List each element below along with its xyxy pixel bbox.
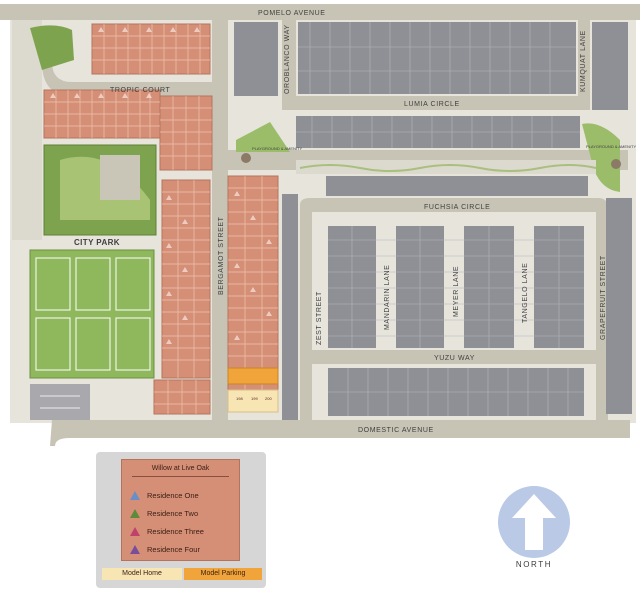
lot-grid	[154, 380, 210, 414]
city-park-area	[12, 20, 157, 420]
legend-model-parking: Model Parking	[184, 568, 262, 580]
playground-right-icon	[611, 159, 621, 169]
tangelo-lane-label: TANGELO LANE	[522, 263, 529, 323]
fuchsia-circle-label: FUCHSIA CIRCLE	[424, 204, 490, 211]
pomelo-avenue-road	[0, 4, 640, 20]
playground-left-label: PLAYGROUND & AMENITY	[252, 146, 302, 151]
future-lot-lines	[296, 22, 584, 416]
gray-lot-grid	[328, 368, 584, 416]
north-label: NORTH	[515, 560, 553, 569]
playground-right-label: PLAYGROUND & AMENITY	[586, 144, 636, 149]
legend-item-residence-three: Residence Three	[130, 524, 204, 538]
parking-stripes	[40, 395, 80, 409]
site-map: 198 199 200 POMELO AVENUE OROBLANCO WAY …	[0, 4, 640, 446]
model-home-200: 200	[265, 396, 272, 401]
lot-block-gray	[592, 22, 628, 110]
oroblanco-way-label: OROBLANCO WAY	[284, 24, 291, 94]
residence-three-triangle-icon	[130, 526, 140, 536]
soccer-field	[35, 257, 71, 311]
legend-label: Residence Four	[147, 544, 200, 554]
park-parking-lot	[30, 384, 90, 420]
lot-markers	[50, 27, 272, 344]
legend-panel: Willow at Live Oak Residence One Residen…	[121, 459, 240, 561]
soccer-field	[115, 257, 151, 311]
legend-title: Willow at Live Oak	[151, 465, 210, 472]
playground-left-icon	[241, 153, 251, 163]
soccer-field	[35, 317, 71, 371]
grapefruit-street-label: GRAPEFRUIT STREET	[600, 255, 607, 340]
lot-block	[227, 175, 279, 391]
north-compass: NORTH	[496, 484, 572, 574]
lumia-circle-label: LUMIA CIRCLE	[404, 101, 460, 108]
map-legend: Willow at Live Oak Residence One Residen…	[96, 452, 266, 588]
residential-lot-lines	[44, 24, 278, 414]
lot-block-gray	[234, 22, 278, 96]
amenity-left	[236, 122, 290, 152]
domestic-avenue-label: DOMESTIC AVENUE	[358, 427, 434, 434]
soccer-field	[75, 317, 111, 371]
legend-item-residence-one: Residence One	[130, 488, 199, 502]
residence-four-triangle-icon	[130, 544, 140, 554]
lot-block-gray	[298, 22, 576, 94]
baseball-outfield	[100, 155, 140, 200]
lot-marker-row	[50, 93, 152, 98]
model-home-199: 199	[251, 396, 258, 401]
lot-block-gray	[282, 194, 298, 420]
legend-label: Residence Three	[147, 526, 204, 536]
north-arrow-icon	[498, 486, 570, 558]
gray-lot-grid	[296, 116, 580, 148]
residence-two-triangle-icon	[130, 508, 140, 518]
park-margin	[12, 20, 42, 240]
gray-lot-grid	[298, 22, 576, 94]
yuzu-way-road	[312, 350, 596, 364]
yuzu-way-label: YUZU WAY	[434, 355, 475, 362]
bergamot-street-label: BERGAMOT STREET	[218, 216, 225, 295]
zest-street-label: ZEST STREET	[316, 291, 323, 345]
lumia-circle-road	[282, 20, 590, 110]
legend-divider	[132, 476, 229, 477]
domestic-avenue-road	[50, 420, 630, 446]
lot-marker-row	[98, 27, 200, 32]
lot-grid	[160, 96, 212, 170]
greenbelt-path	[299, 164, 597, 172]
model-parking-lot	[227, 367, 279, 385]
lot-grid	[44, 90, 160, 138]
legend-item-residence-two: Residence Two	[130, 506, 198, 520]
lot-grid	[228, 176, 278, 390]
kumquat-lane-label: KUMQUAT LANE	[580, 30, 587, 92]
lot-block	[91, 23, 211, 75]
lot-block	[161, 179, 211, 379]
lot-block-gray	[326, 176, 588, 196]
soccer-field-lines	[35, 257, 151, 371]
soccer-field	[75, 257, 111, 311]
gray-lot-grid	[328, 226, 584, 348]
meyer-lane-label: MEYER LANE	[453, 266, 460, 317]
lot-block-gray	[606, 198, 632, 414]
soccer-field	[115, 317, 151, 371]
tropic-court-label: TROPIC COURT	[110, 87, 170, 94]
park-pond-area	[30, 25, 74, 70]
legend-model-home: Model Home	[102, 568, 182, 580]
bergamot-street-road	[212, 20, 228, 420]
legend-label: Residence One	[147, 490, 199, 500]
mandarin-lane-label: MANDARIN LANE	[384, 265, 391, 330]
city-park-label: CITY PARK	[74, 238, 120, 247]
soccer-fields	[29, 249, 155, 379]
pomelo-avenue-label: POMELO AVENUE	[258, 10, 326, 17]
legend-item-residence-four: Residence Four	[130, 542, 200, 556]
model-homes-lot	[227, 389, 279, 413]
lot-marker-row	[166, 195, 188, 344]
legend-label: Residence Two	[147, 508, 199, 518]
lot-grid	[162, 180, 210, 378]
model-home-198: 198	[236, 396, 243, 401]
lot-grid	[92, 24, 210, 74]
tropic-court-road	[42, 62, 212, 96]
compass-arrow	[512, 494, 556, 550]
residence-one-triangle-icon	[130, 490, 140, 500]
amenity-right	[582, 123, 620, 192]
